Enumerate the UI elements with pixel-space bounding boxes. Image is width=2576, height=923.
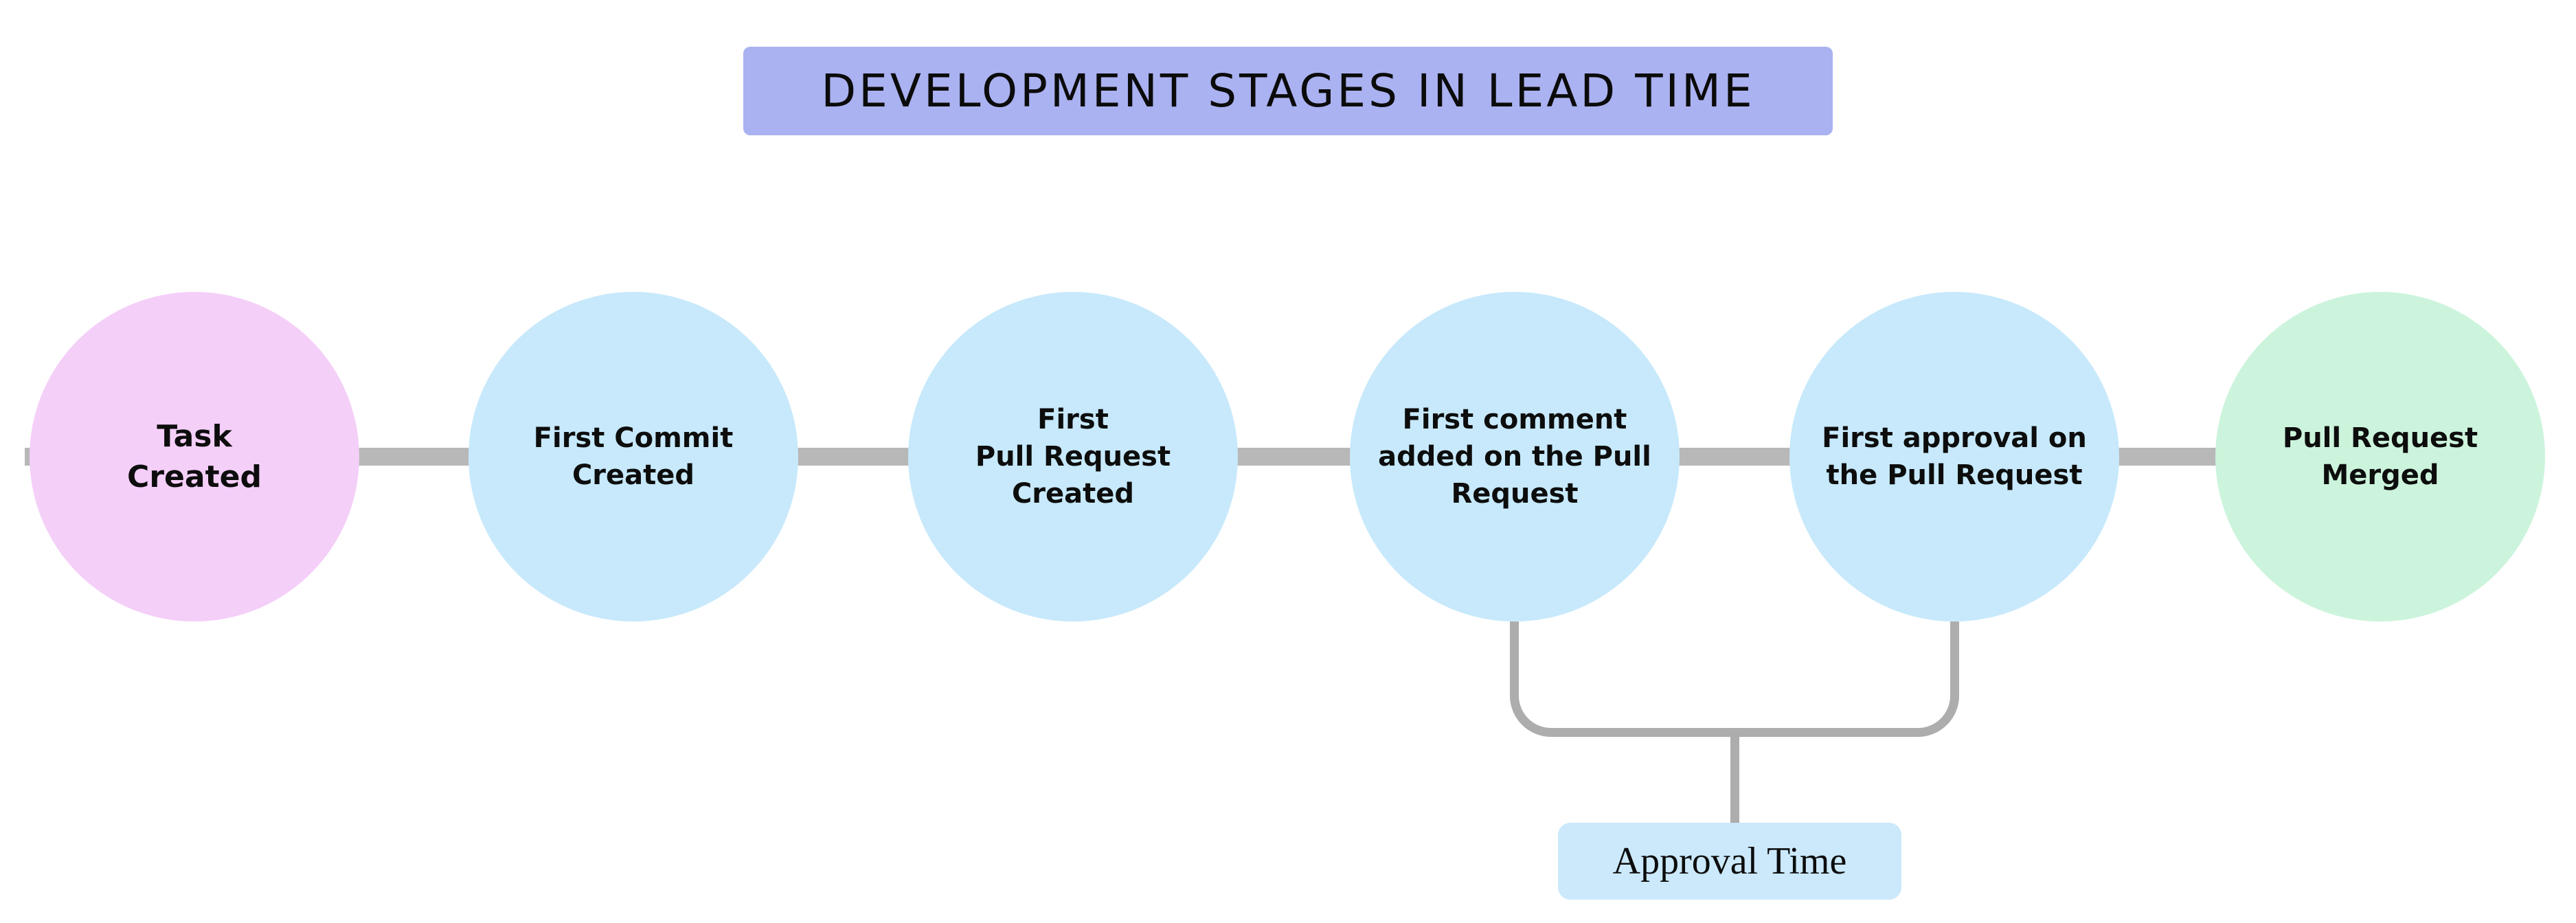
stage-circle-task-created: Task Created [30, 292, 359, 622]
stage-label: First Pull Request Created [975, 404, 1171, 510]
approval-time-label: Approval Time [1612, 840, 1847, 882]
stage-label: Task Created [127, 418, 262, 494]
approval-time-box: Approval Time [1558, 823, 1901, 900]
stage-label: First comment added on the Pull Request [1378, 404, 1651, 510]
stage-circle-first-comment-added: First comment added on the Pull Request [1350, 292, 1680, 622]
stage-circle-first-approval: First approval on the Pull Request [1789, 292, 2119, 622]
approval-time-bracket-stem [1730, 736, 1739, 823]
approval-time-bracket [1510, 622, 1959, 737]
stage-label: First Commit Created [533, 422, 734, 491]
stage-circle-pull-request-merged: Pull Request Merged [2215, 292, 2545, 622]
diagram-title: DEVELOPMENT STAGES IN LEAD TIME [743, 47, 1833, 135]
stage-circle-first-commit-created: First Commit Created [468, 292, 798, 622]
stage-circle-first-pull-request-created: First Pull Request Created [908, 292, 1238, 622]
stage-label: First approval on the Pull Request [1822, 422, 2087, 491]
stage-label: Pull Request Merged [2282, 422, 2478, 491]
